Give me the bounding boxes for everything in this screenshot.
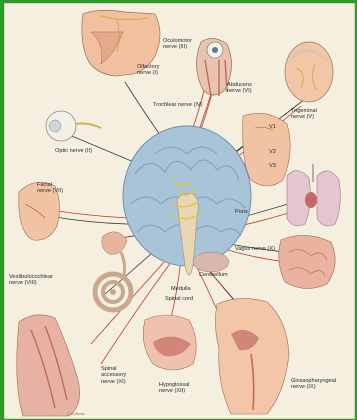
label-pons: Pons [235, 209, 248, 215]
label-facial: Facial nerve (VII) [37, 182, 63, 195]
throat-illustration [215, 298, 289, 414]
label-olfactory: Olfactory nerve (I) [137, 64, 159, 77]
label-medulla: Medulla [171, 286, 191, 292]
label-abducens: Abducens nerve (VI) [227, 82, 252, 95]
label-cerebellum: Cerebellum [199, 272, 228, 278]
label-hypoglossal: Hypoglossal nerve (XII) [159, 382, 189, 395]
face-trigeminal-branches [243, 113, 291, 186]
brain-illustration [123, 126, 251, 275]
label-trigeminal: Trigeminal nerve (V) [291, 108, 317, 121]
tongue-illustration [143, 315, 196, 370]
head-trigeminal-illustration [285, 42, 333, 102]
artist-signature: J. Scheer [67, 411, 85, 416]
lungs-illustration [287, 164, 340, 226]
diagram-panel: Oculomotor nerve (III) Olfactory nerve (… [4, 3, 355, 419]
intestines-illustration [279, 235, 335, 288]
label-vagus: Vagus nerve (X) [235, 246, 275, 252]
label-optic: Optic nerve (II) [55, 148, 92, 154]
label-glossopharyngeal: Glossopharyngeal nerve (IX) [291, 378, 336, 391]
label-v1: V1 [269, 124, 276, 130]
label-vestibulocochlear: Vestibulocochlear nerve (VIII) [9, 274, 53, 287]
ear-illustration [95, 232, 131, 310]
neck-muscle-illustration [17, 315, 80, 416]
label-v2: V2 [269, 149, 276, 155]
label-spinal-accessory: Spinal accessory nerve (XI) [101, 366, 126, 385]
label-v3: V3 [269, 163, 276, 169]
label-spinal-cord: Spinal cord [165, 296, 193, 302]
label-trochlear: Trochlear nerve (IV) [153, 102, 203, 108]
label-oculomotor: Oculomotor nerve (III) [163, 38, 192, 51]
cranial-nerves-illustration [5, 4, 354, 418]
